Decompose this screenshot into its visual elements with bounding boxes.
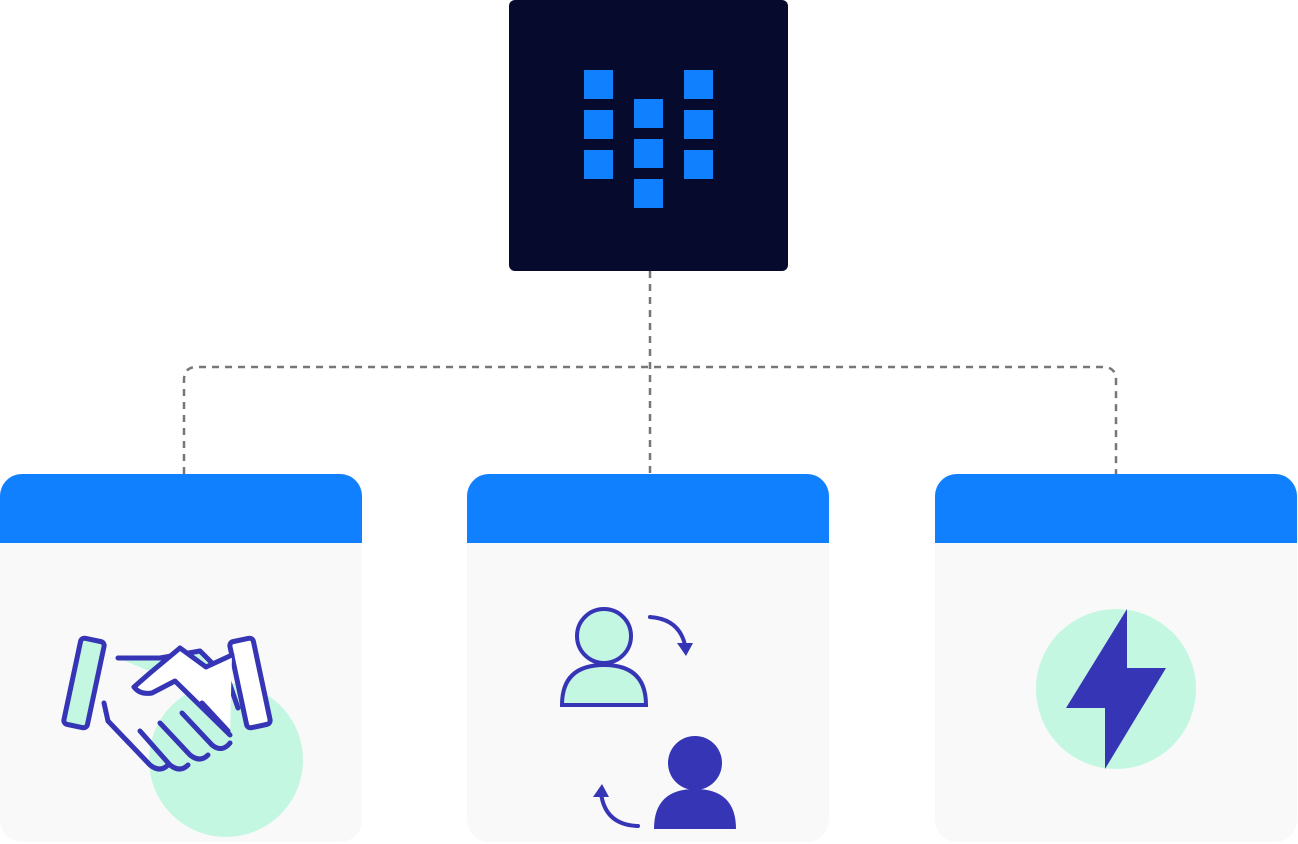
handshake-icon	[61, 635, 303, 837]
card-header	[0, 474, 362, 543]
card-user-exchange	[467, 474, 829, 842]
user-exchange-icon	[559, 607, 736, 829]
card-lightning	[935, 474, 1297, 842]
card-header	[467, 474, 829, 543]
card-handshake	[0, 474, 362, 842]
root-node	[509, 0, 788, 271]
lightning-bolt-icon	[1036, 609, 1196, 769]
card-header	[935, 474, 1297, 543]
grid-logo-icon	[584, 70, 713, 208]
card-body	[0, 543, 362, 842]
card-body	[467, 543, 829, 842]
connector-branch	[182, 365, 1118, 474]
card-body	[935, 543, 1297, 842]
